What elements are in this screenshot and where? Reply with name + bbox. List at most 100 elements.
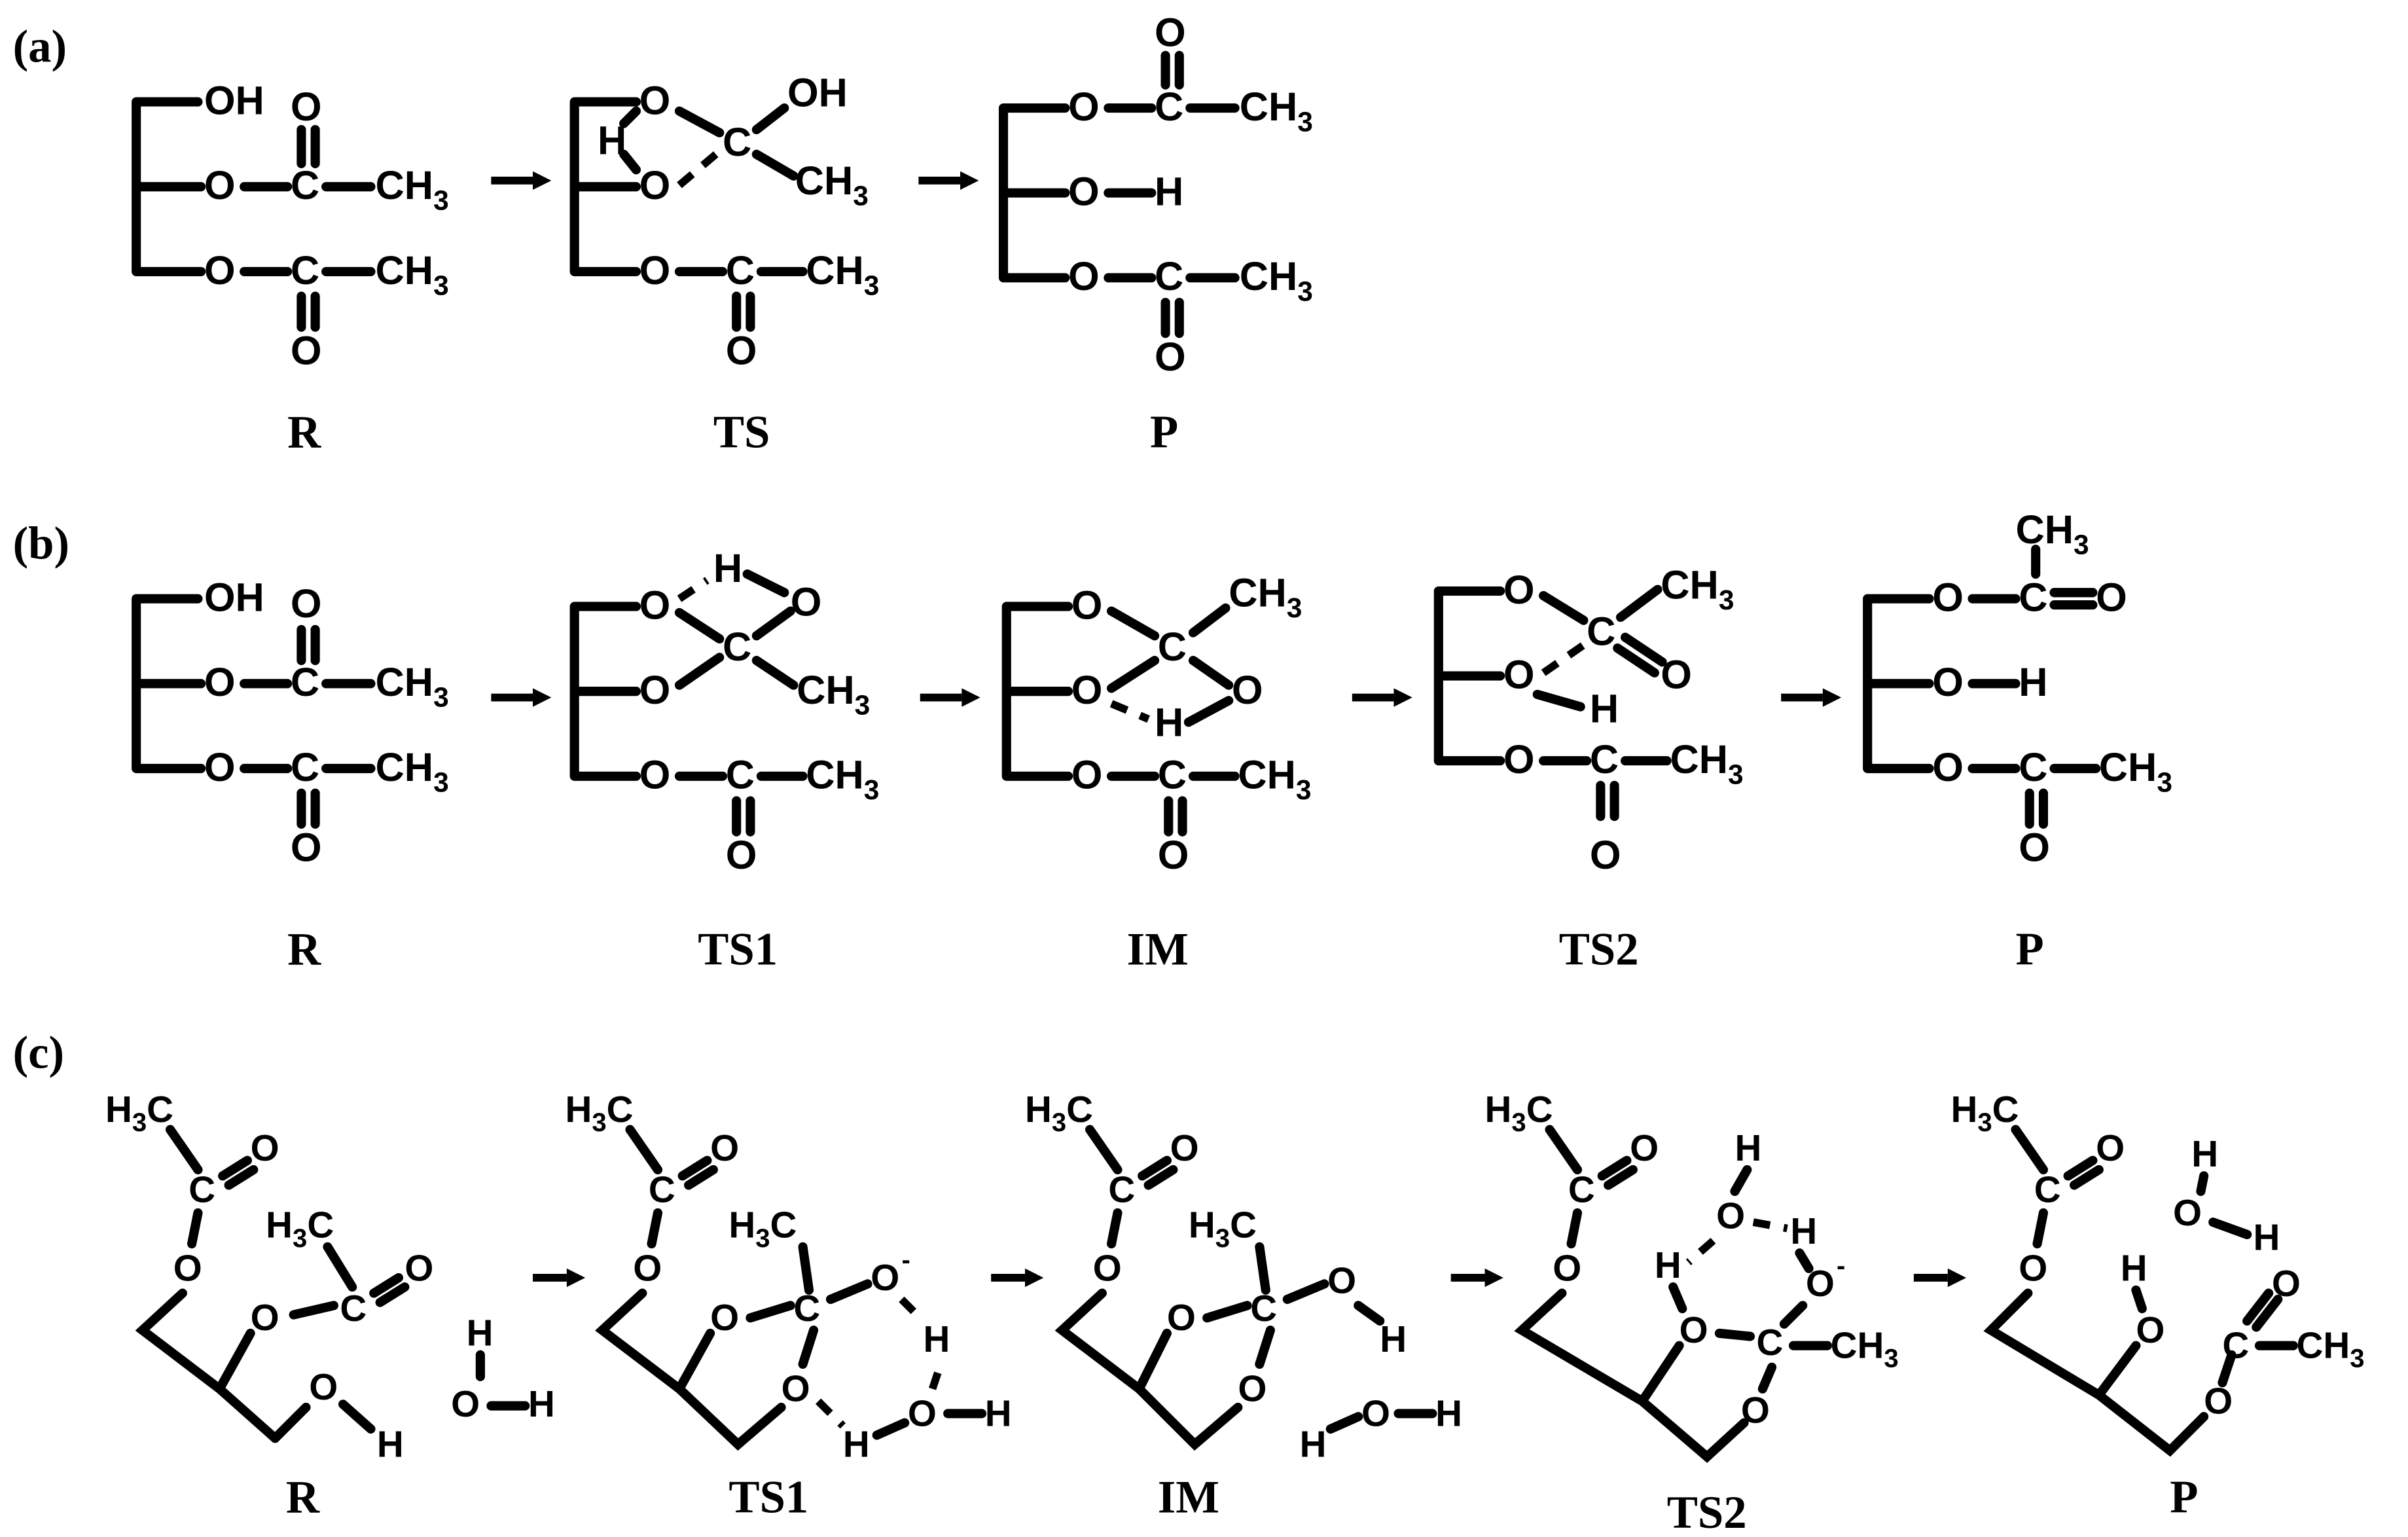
bond	[1255, 1326, 1275, 1369]
arrow-b3	[1352, 688, 1412, 707]
bond	[1795, 1248, 1814, 1273]
arrow-c4	[1913, 1268, 1967, 1288]
arrow-b4	[1781, 688, 1842, 707]
atom-label: O	[1071, 753, 1103, 797]
atom-label: O	[1716, 1195, 1745, 1237]
atom-label: OH	[787, 71, 848, 115]
atom-label: O	[710, 1127, 739, 1168]
bond	[1668, 1282, 1687, 1314]
atom-label: C	[291, 745, 319, 789]
bond	[1001, 602, 1073, 781]
bond	[132, 97, 206, 276]
bond	[1597, 1155, 1638, 1190]
atom-label: O	[1741, 1390, 1770, 1431]
bond	[569, 97, 641, 276]
panel-a-species-R: R	[287, 407, 321, 458]
panel-b-species-P: P	[2016, 924, 2044, 975]
panel-c-R: H3C C O O H3C C O O O H H O H R	[105, 1089, 555, 1523]
bond	[270, 1402, 311, 1443]
bond	[595, 1288, 786, 1451]
panel-b-TS2: O C CH3 O O H O C O CH3 TS2	[1433, 563, 1744, 975]
atom-label: O	[1155, 10, 1186, 55]
atom-label: O	[908, 1392, 937, 1434]
atom-label: C	[1158, 753, 1187, 797]
partial-bond	[1685, 1237, 1716, 1265]
bond	[1106, 1208, 1123, 1249]
bond	[165, 1125, 203, 1175]
atom-label: C	[726, 753, 755, 797]
atom-label: O	[1503, 652, 1535, 696]
panel-b-label: (b)	[13, 518, 69, 569]
atom-label: C	[291, 163, 319, 208]
bond	[742, 569, 789, 598]
atom-label: C	[793, 1288, 820, 1329]
panel-b: (b) OH O C O CH3 O C O CH3 R O H O	[13, 507, 2172, 975]
atom-label: H	[2191, 1133, 2218, 1174]
atom-label: O	[309, 1366, 338, 1407]
atom-label: -	[901, 1246, 910, 1275]
atom-label: O	[1361, 1392, 1390, 1434]
panel-b-R: OH O C O CH3 O C O CH3 R	[132, 575, 449, 975]
bond	[798, 1326, 819, 1369]
atom-label: H	[528, 1383, 555, 1424]
bond	[1106, 606, 1160, 693]
panel-a-label: (a)	[13, 21, 67, 72]
reaction-arrow	[961, 688, 980, 707]
bond	[2049, 588, 2098, 610]
atom-label: H	[843, 1423, 870, 1464]
atom-label: H	[1155, 700, 1183, 744]
atom-label: CH3	[376, 163, 449, 216]
atom-label: CH3	[376, 660, 449, 713]
bond	[2024, 788, 2049, 829]
bond	[1983, 1288, 2209, 1457]
panel-b-IM: O O C CH3 O H O C O CH3 IM	[1001, 570, 1311, 975]
atom-label: H	[2254, 1217, 2280, 1258]
atom-label: H	[923, 1318, 950, 1360]
atom-label: H	[1734, 1127, 1761, 1168]
atom-label: C	[1155, 84, 1183, 129]
bond	[1613, 632, 1667, 678]
atom-label: H	[2019, 660, 2047, 704]
atom-label: O	[1932, 660, 1964, 704]
panel-c-IM: H3C C O O O C H3C O H O H O H IM	[1025, 1089, 1462, 1523]
bond	[135, 1288, 280, 1443]
atom-label: CH3	[2099, 745, 2172, 798]
atom-label: CH3	[1240, 254, 1313, 307]
atom-label: H	[1590, 686, 1619, 731]
atom-label: O	[291, 84, 322, 129]
bond	[2131, 1285, 2147, 1314]
atom-label: O	[1068, 84, 1100, 129]
reaction-arrow	[1484, 1268, 1503, 1288]
atom-label: O	[1630, 1127, 1659, 1168]
atom-label: O	[791, 580, 822, 624]
atom-label: H3C	[1189, 1204, 1257, 1253]
atom-label: O	[1503, 737, 1535, 782]
atom-label: C	[1155, 254, 1183, 298]
atom-label: C	[1158, 624, 1187, 669]
panel-a-TS: O H O C OH CH3 O C O CH3 TS	[569, 71, 879, 458]
atom-label: O	[2136, 1309, 2165, 1350]
panel-c-species-P: P	[2170, 1472, 2198, 1523]
atom-label: O	[291, 328, 322, 372]
partial-bond	[677, 577, 710, 602]
bond	[289, 1301, 338, 1320]
reaction-arrow	[566, 1268, 586, 1288]
reaction-arrow	[533, 171, 552, 190]
panel-b-species-TS1: TS1	[698, 924, 778, 975]
bond	[751, 606, 799, 690]
panel-c-P: H3C C O O H O O C O CH3 H O H P	[1950, 1089, 2364, 1523]
atom-label: C	[1250, 1288, 1277, 1329]
atom-label: CH3	[376, 248, 449, 301]
atom-label: C	[2034, 1168, 2061, 1210]
bond	[1160, 297, 1184, 338]
atom-label: CH3	[1229, 570, 1302, 623]
bond	[674, 106, 725, 137]
atom-label: O	[639, 163, 671, 208]
bond	[297, 291, 320, 332]
atom-label: H3C	[1025, 1089, 1093, 1137]
atom-label: H	[1380, 1318, 1407, 1360]
atom-label: O	[639, 668, 671, 712]
partial-bond	[1752, 1218, 1788, 1233]
atom-label: O	[1068, 170, 1100, 214]
panel-b-species-TS2: TS2	[1559, 924, 1639, 975]
